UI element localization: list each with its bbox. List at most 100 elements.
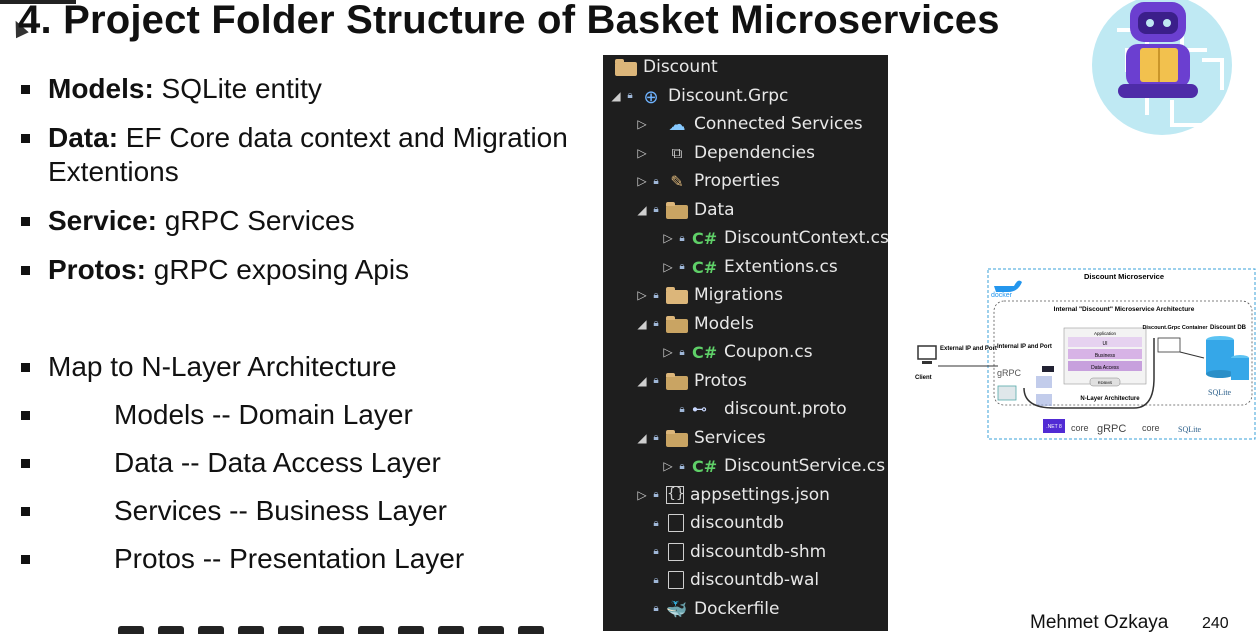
tree-item[interactable]: ▷🔒︎✎Properties <box>603 167 888 195</box>
bullet-strong: Models: <box>48 73 154 104</box>
lock-icon: 🔒︎ <box>679 346 685 358</box>
expanded-arrow-icon[interactable]: ◢ <box>637 430 647 445</box>
bullet-map-item: Services -- Business Layer <box>18 494 608 528</box>
expanded-arrow-icon[interactable]: ◢ <box>637 316 647 331</box>
expanded-arrow-icon[interactable]: ◢ <box>637 373 647 388</box>
collapsed-arrow-icon[interactable]: ▷ <box>663 345 673 359</box>
web-project-icon: ⊕ <box>643 86 659 108</box>
bullet-models: Models: SQLite entity <box>18 72 608 106</box>
top-edge-bar <box>0 0 76 4</box>
tree-item[interactable]: ▷ 🔒︎ C# DiscountService.cs <box>603 452 888 480</box>
tree-item-label: Properties <box>694 171 780 191</box>
tree-item-label: Models <box>694 313 754 334</box>
bullet-data: Data: EF Core data context and Migration… <box>18 121 608 189</box>
tree-item[interactable]: ◢🔒︎Services <box>603 424 888 452</box>
tree-item[interactable]: ▷☁Connected Services <box>603 110 888 138</box>
tree-item[interactable]: ◢🔒︎⊕Discount.Grpc <box>603 82 888 110</box>
tree-item[interactable]: 🔒︎🐳Dockerfile <box>603 595 888 623</box>
database-cylinder-icon <box>1206 336 1249 380</box>
lock-icon: 🔒︎ <box>653 289 659 301</box>
collapsed-arrow-icon[interactable]: ▷ <box>663 231 673 245</box>
collapsed-arrow-icon[interactable]: ▷ <box>637 117 647 131</box>
bullet-list: Models: SQLite entity Data: EF Core data… <box>18 72 608 576</box>
dotnet-bot-mascot-icon <box>1092 0 1232 135</box>
tree-item-label: Discount.Grpc <box>668 85 789 106</box>
tree-item[interactable]: 🔒︎discountdb <box>603 509 888 537</box>
tree-item[interactable]: ◢🔒︎Data <box>603 196 888 224</box>
collapsed-arrow-icon[interactable]: ▷ <box>637 288 647 302</box>
core-label: core <box>1071 423 1089 433</box>
tree-item[interactable]: ▷🔒︎C#Extentions.cs <box>603 253 888 281</box>
folder-icon <box>615 59 637 76</box>
bullet-map-item: Protos -- Presentation Layer <box>18 542 608 576</box>
bullet-text: gRPC Services <box>156 205 355 236</box>
bullet-service: Service: gRPC Services <box>18 204 608 238</box>
grpc-label: gRPC <box>997 368 1022 378</box>
tree-item[interactable]: ▷🔒︎C#DiscountContext.cs <box>603 224 888 252</box>
tree-item[interactable]: ◢🔒︎Models <box>603 310 888 338</box>
lock-icon: 🔒︎ <box>679 261 685 272</box>
tree-item-label: Dependencies <box>694 142 815 163</box>
client-label: Client <box>915 375 932 381</box>
tree-item-label: Discount <box>643 57 718 77</box>
page-number: 240 <box>1202 615 1229 632</box>
core-label-2: core <box>1142 423 1160 433</box>
collapsed-arrow-icon[interactable]: ▷ <box>663 459 673 473</box>
collapsed-arrow-icon[interactable]: ▷ <box>663 259 673 274</box>
tree-item[interactable]: ▷ 🔒︎ {} appsettings.json <box>603 481 888 509</box>
tree-item-label: Dockerfile <box>694 598 780 619</box>
tree-item-label: discountdb-wal <box>690 570 820 590</box>
db-label: Discount DB <box>1210 325 1247 331</box>
diagram-title: Discount Microservice <box>1084 272 1164 281</box>
collapsed-arrow-icon[interactable]: ▷ <box>637 174 647 188</box>
bullet-protos: Protos: gRPC exposing Apis <box>18 253 608 287</box>
tree-item-label: Data <box>694 199 735 220</box>
lock-icon: 🔒︎ <box>653 574 659 586</box>
expanded-arrow-icon[interactable]: ◢ <box>611 88 621 103</box>
lock-icon: 🔒︎ <box>679 460 685 472</box>
tree-item-label: appsettings.json <box>690 484 830 505</box>
tree-item[interactable]: ◢ 🔒︎ Protos <box>603 367 888 395</box>
bullet-map-item: Data -- Data Access Layer <box>18 446 608 480</box>
folder-icon <box>666 287 688 304</box>
dependencies-icon: ⧉ <box>671 143 683 162</box>
tree-item[interactable]: ▷ ⧉ Dependencies <box>603 139 888 167</box>
tree-item-label: Protos <box>694 370 747 391</box>
connected-services-icon: ☁ <box>668 115 686 135</box>
lock-icon: 🔒︎ <box>653 175 659 187</box>
grpc-logo-label: gRPC <box>1097 423 1126 435</box>
tree-item[interactable]: 🔒︎ discountdb-wal <box>603 566 888 594</box>
bullet-strong: Protos: <box>48 254 146 285</box>
sqlite-label: SQLite <box>1208 388 1232 397</box>
layer-application: Application <box>1094 331 1117 336</box>
collapsed-arrow-icon[interactable]: ▷ <box>637 145 647 160</box>
tree-item[interactable]: ▷🔒︎Migrations <box>603 281 888 309</box>
expanded-arrow-icon[interactable]: ◢ <box>637 202 647 217</box>
solution-explorer-tree[interactable]: Discount◢🔒︎⊕Discount.Grpc▷☁Connected Ser… <box>603 55 888 631</box>
csharp-file-icon: C# <box>692 457 718 476</box>
bullet-text: gRPC exposing Apis <box>146 254 410 285</box>
folder-open-icon <box>666 315 688 333</box>
tree-item[interactable]: 🔒︎⊷discount.proto <box>603 395 888 423</box>
lock-icon: 🔒︎ <box>653 375 659 386</box>
file-icon <box>668 542 684 561</box>
tree-item[interactable]: ▷🔒︎C#Coupon.cs <box>603 338 888 366</box>
tree-item[interactable]: Discount <box>603 55 888 81</box>
external-label: External IP and Port <box>940 346 997 352</box>
bullet-map-item: Models -- Domain Layer <box>18 398 608 432</box>
tree-item[interactable]: 🔒︎discountdb-shm <box>603 538 888 566</box>
tree-item-label: Extentions.cs <box>724 256 838 277</box>
tree-item-label: DiscountService.cs <box>724 456 886 476</box>
bullet-map-heading: Map to N-Layer Architecture <box>18 350 608 384</box>
sqlite-logo-label: SQLite <box>1178 425 1202 434</box>
lock-icon: 🔒︎ <box>653 517 659 529</box>
folder-open-icon <box>666 372 688 390</box>
docker-file-icon: 🐳 <box>666 599 688 620</box>
discount-architecture-diagram: Discount Microservice docker Internal "D… <box>915 268 1256 440</box>
lock-icon: 🔒︎ <box>679 403 685 415</box>
folder-open-icon <box>666 429 688 447</box>
json-file-icon: {} <box>666 485 685 504</box>
tree-item-label: Services <box>694 427 766 448</box>
collapsed-arrow-icon[interactable]: ▷ <box>637 487 647 502</box>
lock-icon: 🔒︎ <box>653 489 659 500</box>
